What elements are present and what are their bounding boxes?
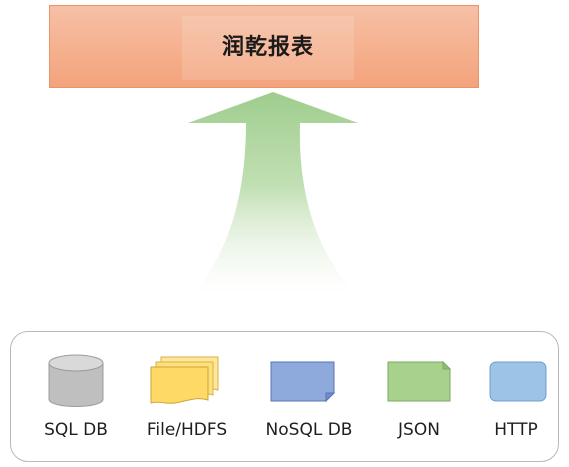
source-http: HTTP: [461, 354, 569, 454]
database-icon: [48, 354, 104, 407]
source-label-file-hdfs: File/HDFS: [146, 420, 228, 440]
http-card-icon: [489, 361, 547, 402]
nosql-card-icon: [270, 361, 336, 403]
source-label-sql-db: SQL DB: [44, 420, 108, 440]
source-sql-db: SQL DB: [21, 354, 131, 454]
file-stack-icon: [150, 356, 219, 404]
source-label-nosql-db: NoSQL DB: [265, 420, 353, 440]
json-card-icon: [387, 360, 452, 402]
source-nosql-db: NoSQL DB: [254, 354, 364, 454]
arrow-shape: [188, 92, 362, 300]
report-title-band: 润乾报表: [182, 16, 354, 80]
source-label-http: HTTP: [494, 420, 538, 440]
report-title: 润乾报表: [221, 35, 314, 60]
report-engine-box: 润乾报表: [49, 5, 479, 88]
source-label-json: JSON: [398, 420, 440, 440]
source-file-hdfs: File/HDFS: [132, 354, 242, 454]
source-json: JSON: [364, 354, 474, 454]
